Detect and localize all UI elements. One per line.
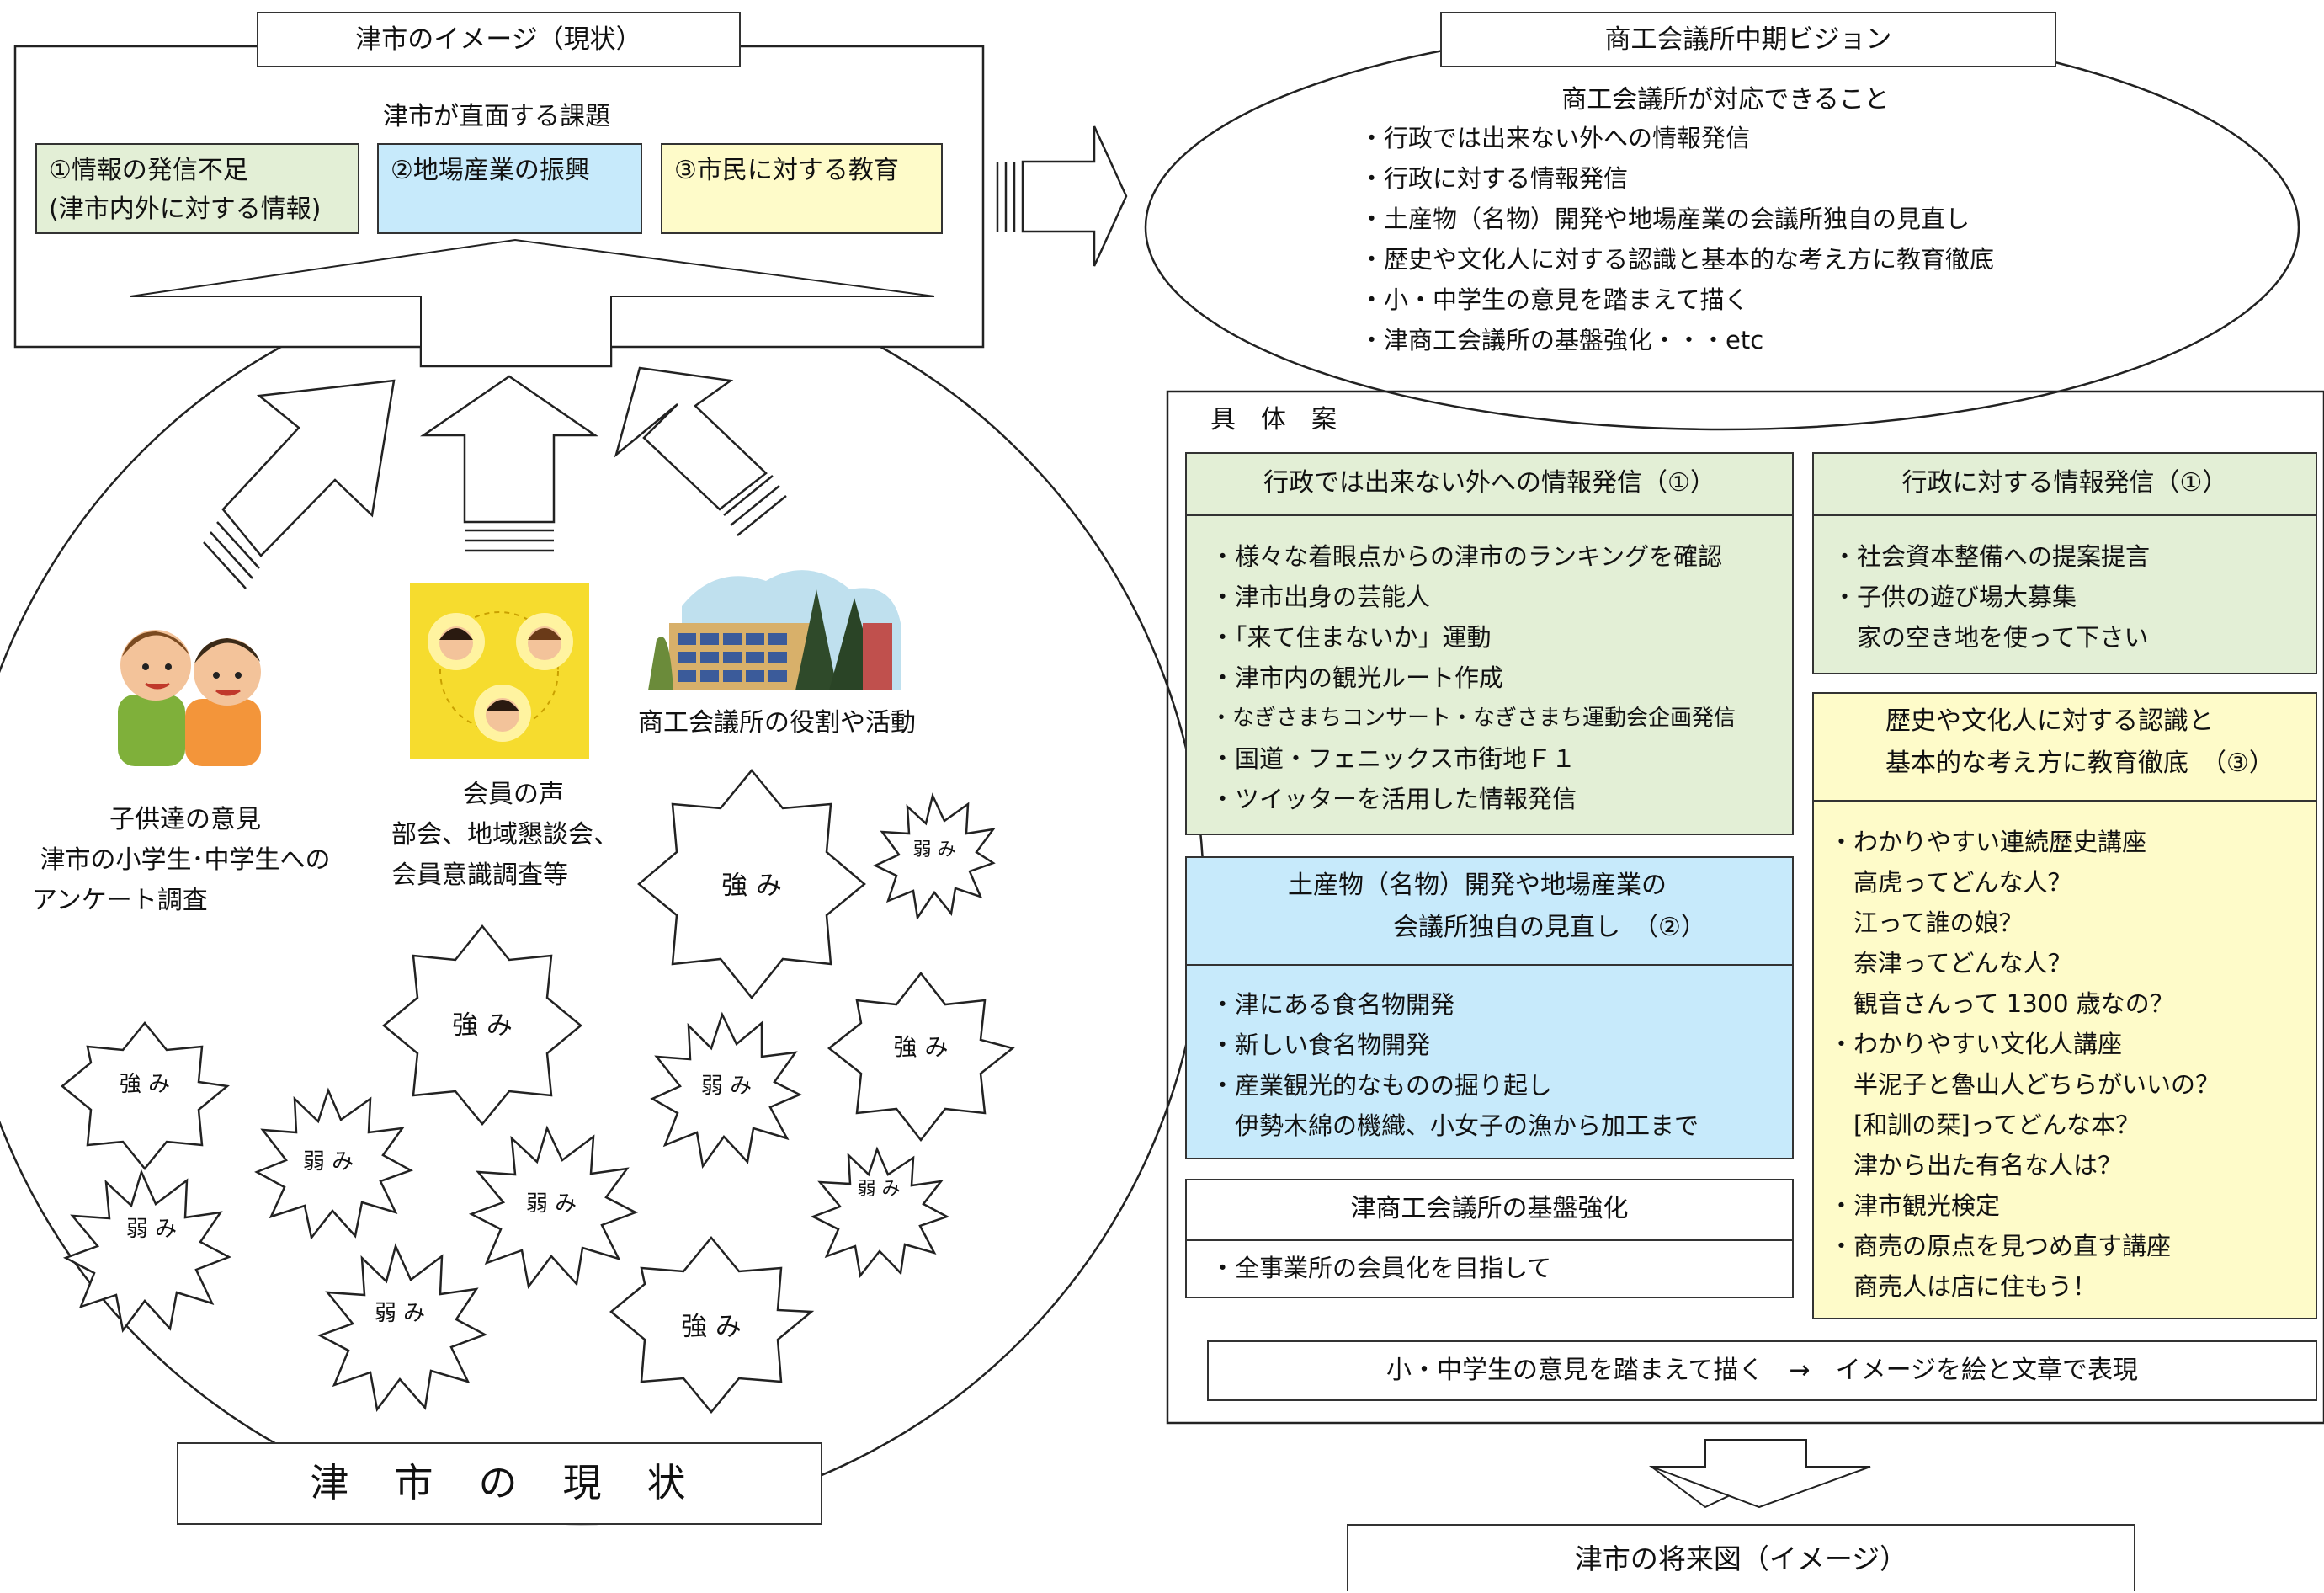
vision-item: ・小・中学生の意見を踏まえて描く bbox=[1359, 285, 1749, 314]
funnel-shape bbox=[130, 238, 935, 367]
plan-item: ・わかりやすい文化人講座 bbox=[1829, 1030, 2123, 1058]
vision-title: 商工会議所中期ビジョン bbox=[1440, 12, 2056, 67]
strength-label: 強 み bbox=[119, 1072, 171, 1097]
strength-star bbox=[637, 769, 866, 999]
plan-item: ・商売の原点を見つめ直す講座 bbox=[1829, 1232, 2172, 1260]
vision-subtitle: 商工会議所が対応できること bbox=[1561, 85, 1890, 115]
plan-item: 商売人は店に住もう！ bbox=[1829, 1272, 2098, 1301]
weakness-label: 弱 み bbox=[125, 1217, 178, 1242]
plan-item: ・産業観光的なものの掘り起し bbox=[1210, 1071, 1553, 1100]
strength-star bbox=[827, 971, 1015, 1143]
members-illustration bbox=[410, 583, 589, 759]
plan-item: 奈津ってどんな人？ bbox=[1829, 949, 2072, 978]
plan-item: 伊勢木綿の機織、小女子の漁から加工まで bbox=[1210, 1111, 1699, 1140]
plan-item: 江って誰の娘？ bbox=[1829, 908, 2024, 937]
concrete-title: 具 体 案 bbox=[1210, 405, 1337, 434]
plan-box-outside-info: 行政では出来ない外への情報発信（①） ・様々な着眼点からの津市のランキングを確認… bbox=[1185, 452, 1794, 835]
plan-item: ・津市出身の芸能人 bbox=[1210, 583, 1431, 611]
strength-label: 強 み bbox=[452, 1010, 513, 1041]
plan-item: ・新しい食名物開発 bbox=[1210, 1031, 1431, 1059]
plan-item: ・子供の遊び場大募集 bbox=[1832, 583, 2077, 611]
weakness-burst bbox=[62, 1169, 232, 1334]
strength-star bbox=[61, 1021, 230, 1170]
weakness-label: 弱 み bbox=[374, 1301, 426, 1326]
weakness-burst bbox=[873, 792, 996, 921]
left-header-title: 津市のイメージ（現状） bbox=[257, 12, 741, 67]
plan-box-title: 行政では出来ない外への情報発信（①） bbox=[1187, 454, 1792, 516]
plan-box-education: 歴史や文化人に対する認識と 基本的な考え方に教育徹底 （③） ・わかりやすい連続… bbox=[1812, 692, 2317, 1319]
weakness-burst bbox=[650, 1011, 802, 1169]
plan-box-title: 歴史や文化人に対する認識と 基本的な考え方に教育徹底 （③） bbox=[1814, 694, 2316, 802]
strength-star bbox=[609, 1236, 815, 1414]
chamber-building-illustration bbox=[648, 556, 909, 690]
strength-star bbox=[382, 924, 582, 1126]
plan-item: 高虎ってどんな人？ bbox=[1829, 868, 2072, 897]
weakness-label: 弱 み bbox=[700, 1074, 753, 1099]
drawing-approach-bar: 小・中学生の意見を踏まえて描く → イメージを絵と文章で表現 bbox=[1207, 1340, 2317, 1401]
plan-box-local-products: 土産物（名物）開発や地場産業の 会議所独自の見直し （②） ・津にある食名物開発… bbox=[1185, 856, 1794, 1159]
weakness-label: 弱 み bbox=[857, 1179, 901, 1200]
plan-item: ・なぎさまちコンサート・なぎさまち運動会企画発信 bbox=[1210, 706, 1736, 731]
plan-box-title: 行政に対する情報発信（①） bbox=[1814, 454, 2316, 516]
plan-item: ・社会資本整備への提案提言 bbox=[1832, 542, 2151, 571]
plan-item: 津から出た有名な人は？ bbox=[1829, 1151, 2123, 1180]
issue-box-2: ②地場産業の振興 bbox=[377, 143, 642, 234]
weakness-burst bbox=[316, 1243, 488, 1413]
vision-item: ・行政に対する情報発信 bbox=[1359, 164, 1629, 193]
plan-item: 半泥子と魯山人どちらがいいの？ bbox=[1829, 1070, 2220, 1099]
vision-item: ・歴史や文化人に対する認識と基本的な考え方に教育徹底 bbox=[1359, 245, 1995, 274]
plan-box-title: 津商工会議所の基盤強化 bbox=[1187, 1180, 1792, 1241]
weakness-label: 弱 み bbox=[302, 1149, 354, 1175]
chamber-source-label: 商工会議所の役割や活動 bbox=[638, 708, 916, 738]
issue-2-line1: ②地場産業の振興 bbox=[391, 156, 590, 185]
issue-box-3: ③市民に対する教育 bbox=[661, 143, 943, 234]
strength-label: 強 み bbox=[681, 1312, 742, 1342]
vision-item: ・行政では出来ない外への情報発信 bbox=[1359, 124, 1751, 152]
issue-1-line1: ①情報の発信不足 bbox=[49, 156, 248, 185]
strength-label: 強 み bbox=[721, 871, 782, 901]
weakness-burst bbox=[810, 1146, 950, 1278]
plan-item: ・「来て住まないか」運動 bbox=[1210, 623, 1492, 652]
issue-1-line2: (津市内外に対する情報) bbox=[49, 194, 322, 224]
current-state-title: 津 市 の 現 状 bbox=[177, 1442, 822, 1525]
plan-item: ・ツイッターを活用した情報発信 bbox=[1210, 785, 1577, 813]
plan-item: ・津市観光検定 bbox=[1829, 1191, 2001, 1220]
vision-item: ・土産物（名物）開発や地場産業の会議所独自の見直し bbox=[1359, 205, 1970, 233]
plan-box-admin-info: 行政に対する情報発信（①） ・社会資本整備への提案提言 ・子供の遊び場大募集 家… bbox=[1812, 452, 2317, 674]
arrow-up-center bbox=[419, 375, 599, 552]
arrow-up-left bbox=[203, 379, 396, 589]
plan-item: ・津にある食名物開発 bbox=[1210, 990, 1455, 1019]
plan-item: 観音さんって 1300 歳なの？ bbox=[1829, 989, 2174, 1018]
plan-item: ・わかりやすい連続歴史講座 bbox=[1829, 828, 2147, 856]
future-title: 津市の将来図（イメージ） bbox=[1347, 1524, 2135, 1591]
vision-item: ・津商工会議所の基盤強化・・・etc bbox=[1359, 326, 1764, 354]
weakness-label: 弱 み bbox=[525, 1191, 577, 1217]
plan-box-foundation: 津商工会議所の基盤強化 ・全事業所の会員化を目指して bbox=[1185, 1179, 1794, 1298]
plan-item: [和訓の栞]ってどんな本？ bbox=[1829, 1111, 2141, 1139]
plan-item: ・様々な着眼点からの津市のランキングを確認 bbox=[1210, 542, 1723, 571]
members-source-label: 会員の声 部会、地域懇談会、 会員意識調査等 bbox=[391, 780, 619, 890]
issues-title: 津市が直面する課題 bbox=[383, 102, 610, 131]
arrow-up-right bbox=[614, 366, 787, 536]
strength-label: 強 み bbox=[893, 1033, 949, 1061]
arrow-right-main bbox=[996, 125, 1128, 267]
weakness-label: 弱 み bbox=[912, 839, 956, 860]
issue-box-1: ①情報の発信不足 (津市内外に対する情報) bbox=[35, 143, 359, 234]
children-illustration bbox=[105, 606, 278, 766]
plan-item: ・津市内の観光ルート作成 bbox=[1210, 663, 1504, 692]
plan-item: 家の空き地を使って下さい bbox=[1832, 623, 2149, 652]
children-source-label: 子供達の意見 津市の小学生･中学生への アンケート調査 bbox=[32, 805, 331, 915]
plan-box-title: 土産物（名物）開発や地場産業の 会議所独自の見直し （②） bbox=[1187, 858, 1792, 966]
weakness-burst bbox=[468, 1125, 639, 1290]
plan-item: ・国道・フェニックス市街地Ｆ１ bbox=[1210, 744, 1577, 773]
vision-items: ・行政では出来ない外への情報発信 ・行政に対する情報発信 ・土産物（名物）開発や… bbox=[1359, 118, 1994, 360]
plan-item: ・全事業所の会員化を目指して bbox=[1210, 1254, 1552, 1282]
issue-3-line1: ③市民に対する教育 bbox=[674, 156, 899, 185]
weakness-burst bbox=[254, 1087, 414, 1240]
concrete-frame bbox=[1166, 390, 2324, 1425]
